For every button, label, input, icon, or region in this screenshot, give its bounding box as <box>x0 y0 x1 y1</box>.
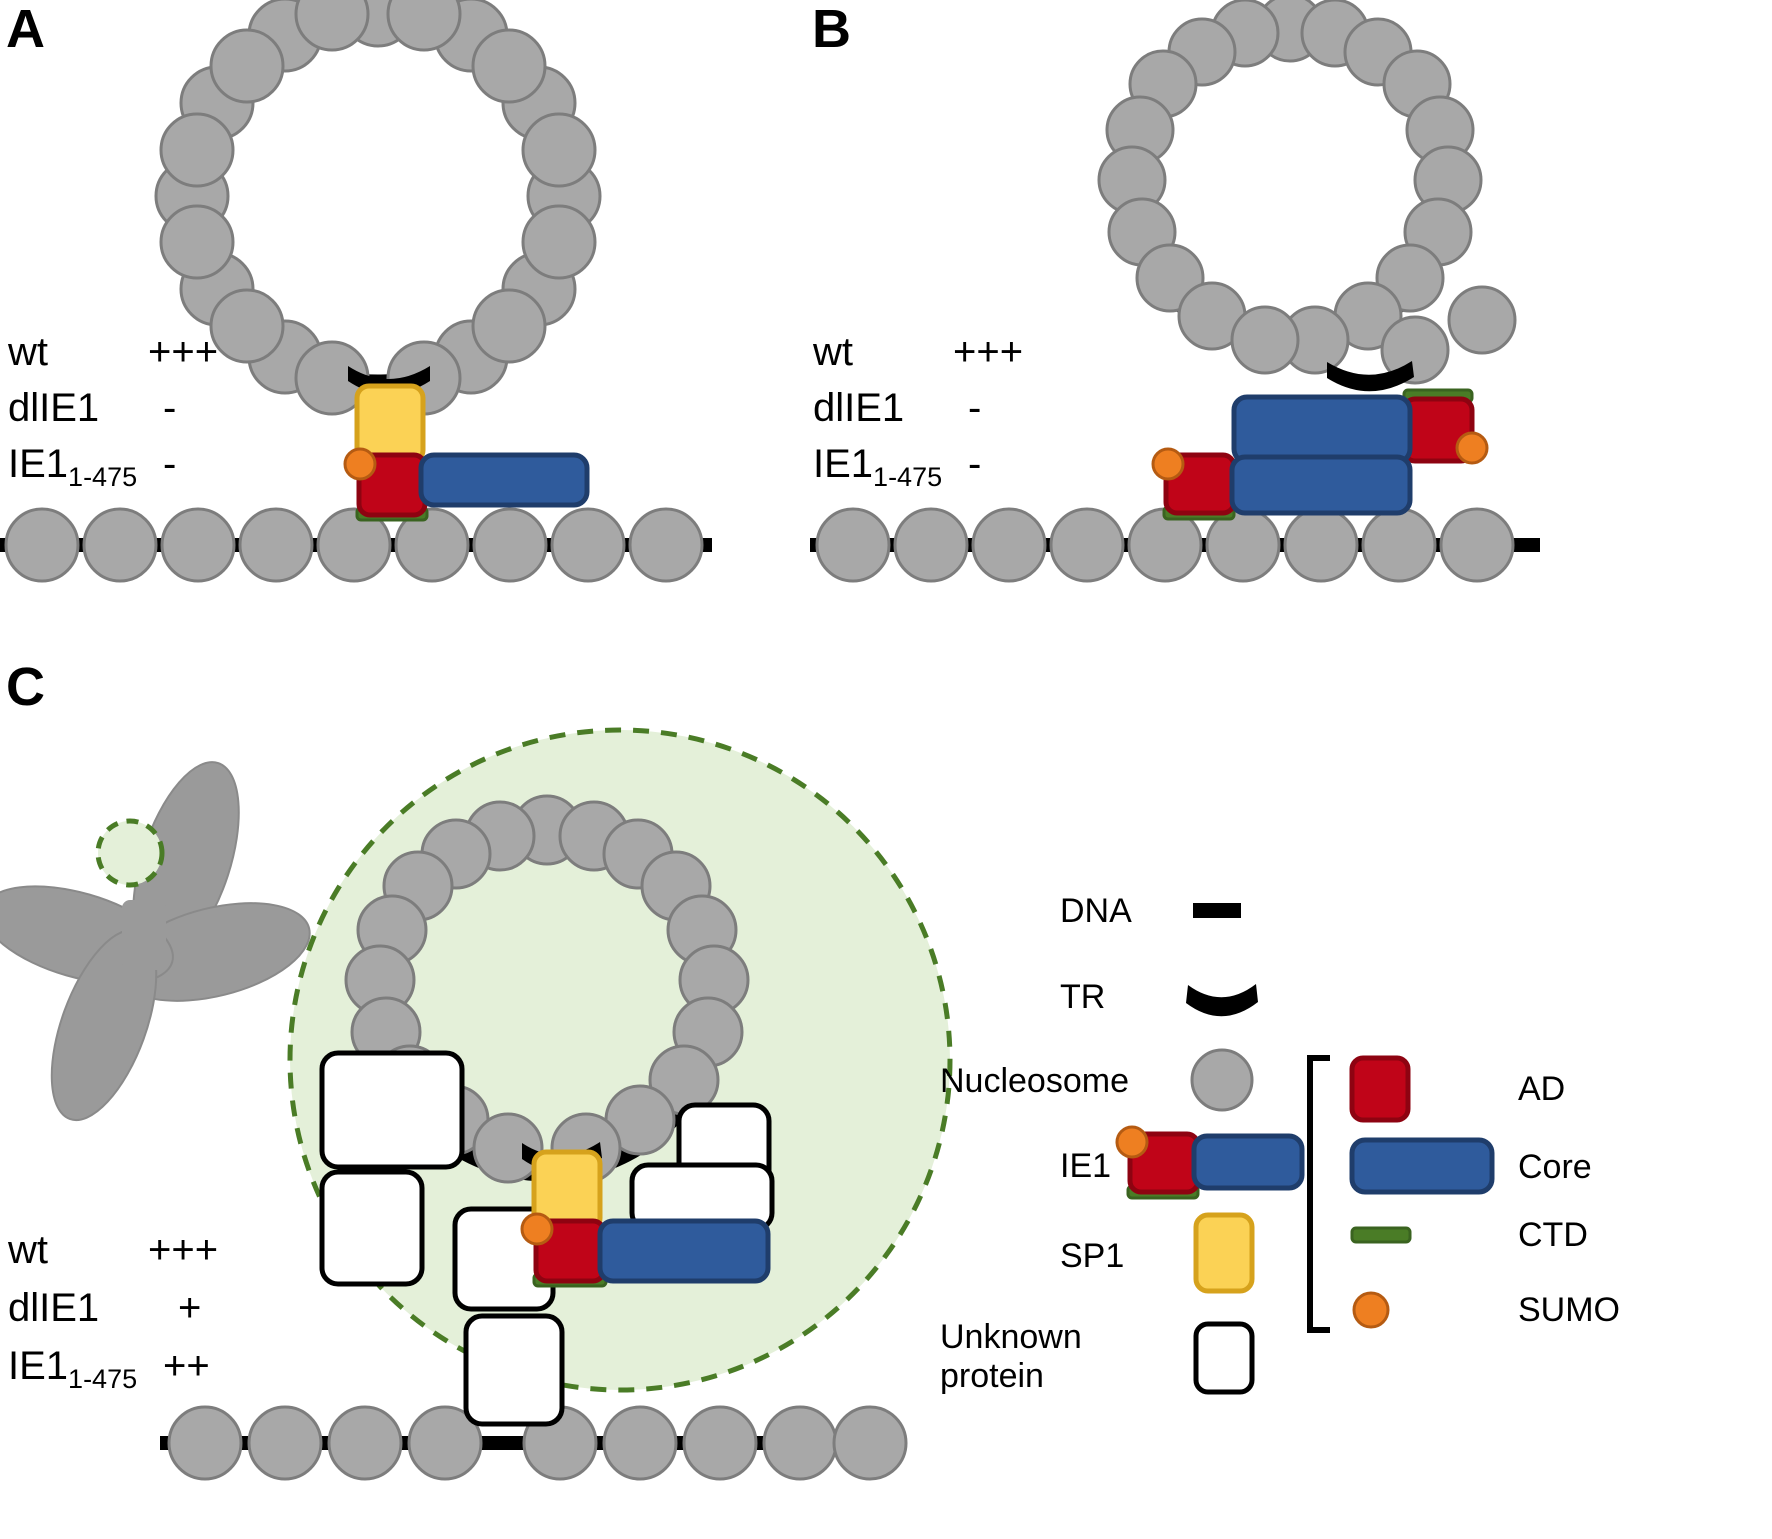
panel-letter-a: A <box>6 0 45 59</box>
panel-b-episome <box>1097 0 1517 392</box>
panel-c-row-label-ie1475: IE11-475 <box>8 1344 137 1393</box>
nucleosome-circle-icon <box>1190 1048 1254 1112</box>
legend-label-ctd: CTD <box>1518 1216 1588 1254</box>
panel-c-protein-complex <box>520 1149 771 1288</box>
panel-b-protein-complex <box>1151 388 1489 521</box>
unknown-protein-box <box>319 1050 465 1170</box>
panel-a-nucleosome-ring <box>154 0 602 416</box>
panel-b-row-score-wt: +++ <box>953 330 1024 374</box>
legend-label-tr: TR <box>1060 978 1106 1016</box>
panel-a-row-score-wt: +++ <box>148 330 219 374</box>
ctd-bar-icon <box>1350 1226 1412 1244</box>
panel-c-ie1-sub: 1-475 <box>68 1364 138 1394</box>
panel-c-chromosome <box>0 761 311 1122</box>
core-bar-icon <box>1349 1137 1495 1195</box>
panel-b-row-label-dlie1: dlIE1 <box>813 386 905 430</box>
legend-label-sp1: SP1 <box>1060 1237 1125 1275</box>
panel-c-unknown-proteins <box>319 1050 775 1427</box>
unknown-protein-box <box>319 1169 425 1287</box>
panel-c-centromere-marker <box>95 818 165 888</box>
panel-c-core-bar <box>597 1218 771 1284</box>
sp1-box-icon <box>1193 1212 1255 1294</box>
panel-b-ie1-base: IE1 <box>813 442 874 486</box>
panel-c-ie1-base: IE1 <box>8 1344 69 1388</box>
panel-a-row-label-wt: wt <box>8 330 48 374</box>
panel-letter-b: B <box>812 0 851 59</box>
ad-box-icon <box>1349 1055 1411 1123</box>
panel-b-row-label-wt: wt <box>813 330 853 374</box>
legend-bracket <box>1307 1055 1330 1333</box>
panel-b-sumo-dot-upper <box>1455 431 1489 465</box>
panel-b-row-score-dlie1: - <box>968 386 982 430</box>
panel-b-tr-arc <box>1327 361 1414 392</box>
ie1-complex-icon <box>1115 1125 1305 1200</box>
panel-c-row-score-ie1475: ++ <box>163 1344 210 1388</box>
panel-a-row-score-ie1475: - <box>163 442 177 486</box>
unknown-protein-box-icon <box>1193 1321 1255 1395</box>
panel-b-sumo-dot-lower <box>1151 447 1185 481</box>
panel-c-sumo-dot <box>520 1212 554 1246</box>
legend-label-ie1: IE1 <box>1060 1147 1112 1185</box>
panel-letter-c: C <box>6 657 45 717</box>
legend-label-sumo: SUMO <box>1518 1291 1620 1329</box>
panel-a-row-score-dlie1: - <box>163 386 177 430</box>
dna-bar-icon <box>1193 903 1241 918</box>
panel-a-ie1-base: IE1 <box>8 442 69 486</box>
panel-b-core-bar-lower <box>1229 454 1413 516</box>
legend-label-nucleosome: Nucleosome <box>940 1062 1129 1100</box>
panel-a-row-label-ie1475: IE11-475 <box>8 442 137 491</box>
panel-b-nucleosome-ring <box>1097 0 1517 385</box>
panel-c-row-score-wt: +++ <box>148 1228 219 1272</box>
tr-arc-icon <box>1186 984 1258 1017</box>
legend-label-core: Core <box>1518 1148 1592 1186</box>
panel-b-host-fiber <box>810 507 1540 583</box>
panel-a-host-fiber <box>0 507 712 583</box>
legend-label-unknown-protein: Unknown protein <box>940 1318 1082 1396</box>
sumo-dot-icon <box>1352 1291 1390 1329</box>
panel-a-core-bar <box>418 452 590 508</box>
legend-label-ad: AD <box>1518 1070 1566 1108</box>
unknown-protein-box <box>463 1313 565 1427</box>
legend-icons <box>1115 903 1495 1395</box>
panel-a-episome <box>154 0 602 416</box>
panel-b-row-label-ie1475: IE11-475 <box>813 442 942 491</box>
panel-a-protein-complex <box>343 383 590 522</box>
panel-c-row-score-dlie1: + <box>178 1286 202 1330</box>
panel-c-row-label-dlie1: dlIE1 <box>8 1286 100 1330</box>
panel-a-ie1-sub: 1-475 <box>68 462 138 492</box>
panel-b-ie1-sub: 1-475 <box>873 462 943 492</box>
panel-b-core-bar-upper <box>1231 394 1413 465</box>
panel-a-row-label-dlie1: dlIE1 <box>8 386 100 430</box>
panel-c-row-label-wt: wt <box>8 1228 48 1272</box>
legend-label-dna: DNA <box>1060 892 1132 930</box>
panel-b-row-score-ie1475: - <box>968 442 982 486</box>
panel-a-sumo-dot <box>343 447 377 481</box>
